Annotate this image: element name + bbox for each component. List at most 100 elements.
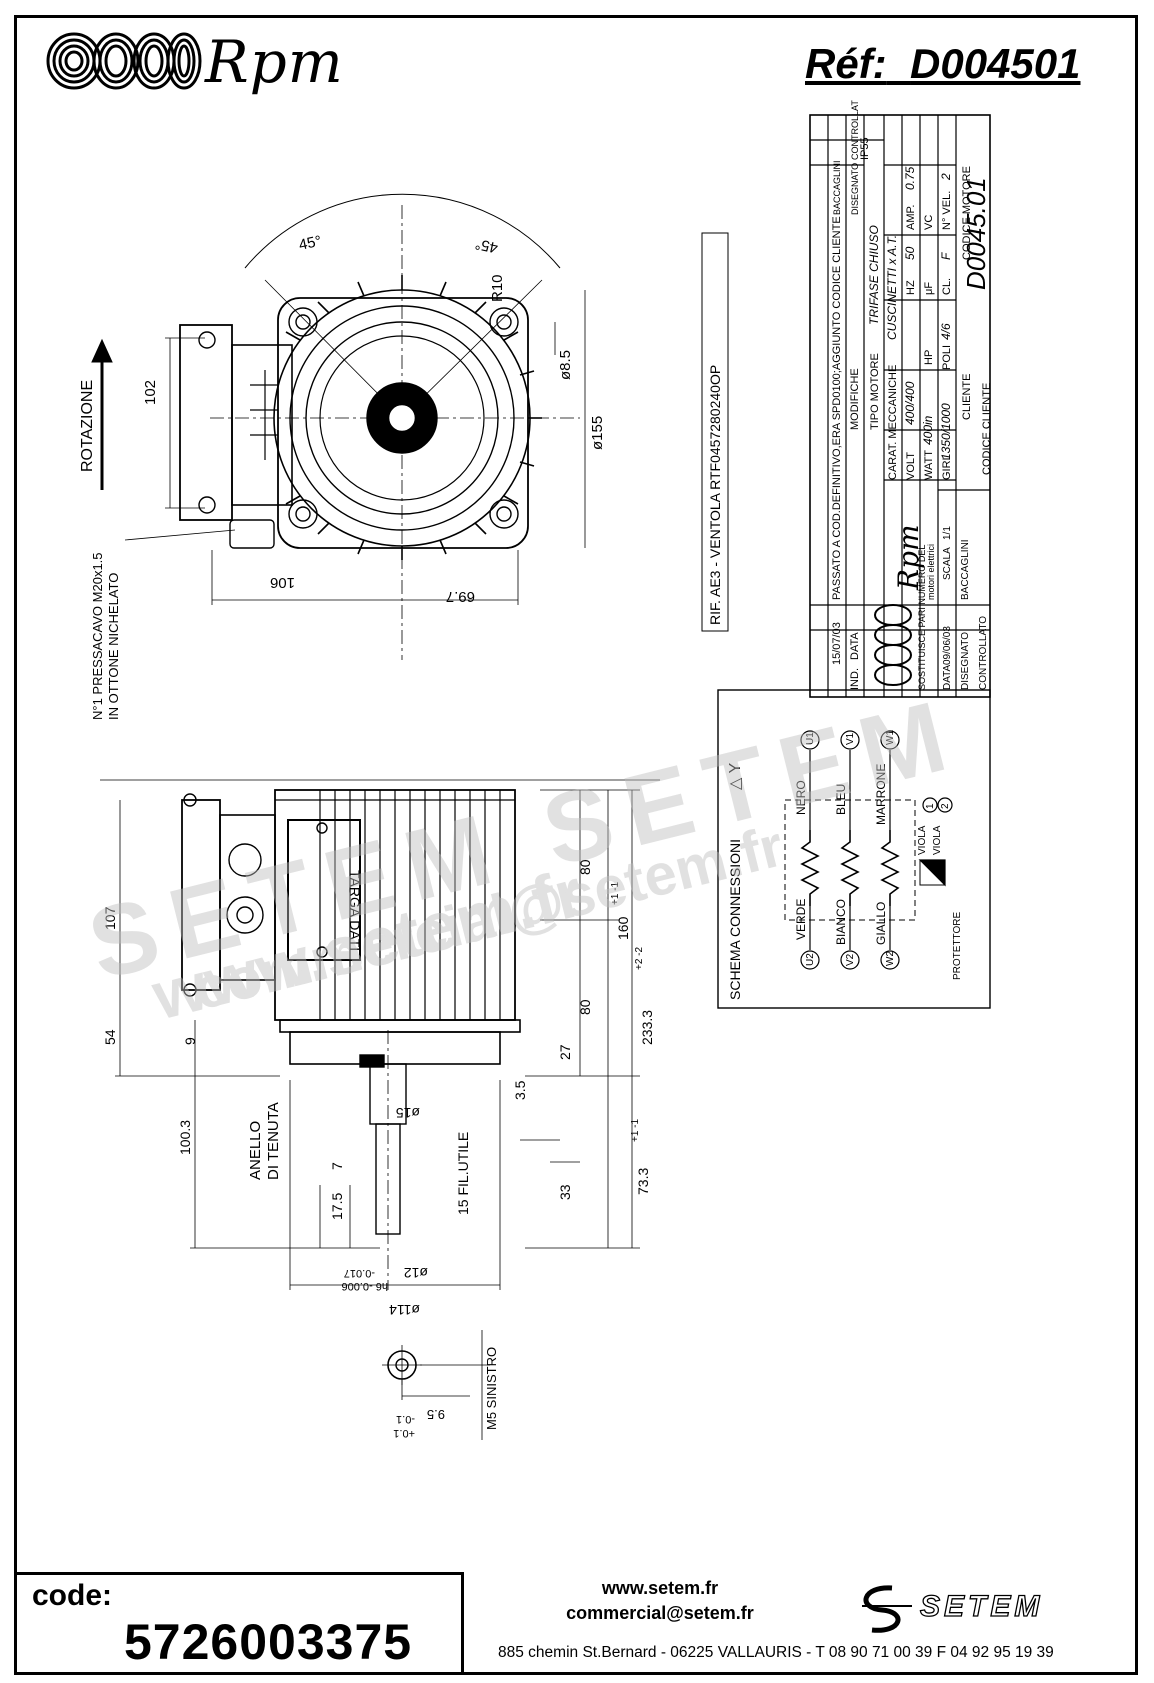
title-block: IP55 PASSATO A COD.DEFINITIVO,ERA SPD010…	[809, 100, 993, 698]
term-u2: U2	[805, 953, 816, 966]
tb-controllato: CONTROLLATO	[850, 100, 860, 160]
angle-right: 45°	[474, 235, 500, 256]
tb-data-label: DATA	[942, 664, 953, 690]
dim-17-5: 17.5	[329, 1193, 345, 1220]
cable-gland-note-2: IN OTTONE NICHELATO	[106, 573, 121, 720]
ring-label-1: ANELLO	[247, 1121, 264, 1180]
tb-tipo-motore-label: TIPO MOTORE	[869, 353, 881, 430]
term-w1: W1	[885, 730, 896, 745]
tb-watt-value: 400in	[921, 415, 935, 445]
tb-poli-value: 4/6	[939, 323, 953, 340]
thread-note: M5 SINISTRO	[484, 1347, 499, 1430]
website-link[interactable]: www.setem.fr	[601, 1578, 719, 1598]
tb-brand-sub: motori elettrici	[926, 544, 936, 600]
dim-80-top: 80	[577, 859, 593, 875]
wiring-schematic: SCHEMA CONNESSIONI △ Y U1 V1 W1 U2	[717, 689, 991, 1009]
tol-1: +0.1	[393, 1427, 415, 1439]
dim-160: 160	[615, 916, 631, 940]
tb-hz-value: 50	[903, 246, 917, 260]
dim-33: 33	[557, 1184, 573, 1200]
code-value: 5726003375	[124, 1614, 413, 1670]
dim-9: 9	[182, 1037, 198, 1045]
wire-bianco: BIANCO	[834, 899, 848, 945]
side-view: TARGA DATI	[100, 779, 660, 1318]
tb-modifiche: MODIFICHE	[849, 368, 861, 430]
dim-9-5: 9.5	[427, 1407, 445, 1422]
dim-27: 27	[557, 1044, 573, 1060]
tb-scala-label: SCALA	[942, 547, 953, 580]
tb-giri-value: 1350/1000	[939, 403, 953, 460]
tb-vel-label: N° VEL.	[941, 191, 953, 230]
tb-cl-value: F	[939, 252, 953, 260]
tb-disegnato-label: DISEGNATO	[960, 632, 971, 690]
wire-verde: VERDE	[794, 899, 808, 940]
term-u1: U1	[805, 732, 816, 745]
tb-brand-small: Rpm	[892, 524, 925, 591]
tb-codice-motore-label: CODICE MOTORE	[961, 166, 973, 260]
tb-codice-motore-value: D0045.01	[961, 177, 991, 290]
tb-cl-label: CL.	[941, 278, 953, 295]
tb-carat-label: CARAT. MECCANICHE	[887, 365, 899, 480]
wire-nero: NERO	[794, 780, 808, 815]
tb-uf-label: μF	[923, 282, 935, 295]
shaft-dia: ø12	[404, 1265, 428, 1281]
tb-scala-value: 1/1	[942, 526, 953, 540]
tb-note-1: PASSATO A COD.DEFINITIVO,ERA SPD0100;AGG…	[831, 216, 843, 600]
tb-amp-value: 0.75	[903, 166, 917, 190]
tb-hp-label: HP	[923, 350, 935, 365]
contact-block: www.setem.fr commercial@setem.fr	[520, 1574, 800, 1624]
tb-codice-cliente-label: CODICE CLIENTE	[981, 383, 993, 475]
dim-114: ø114	[389, 1302, 420, 1318]
tb-protection: IP55	[859, 137, 871, 160]
dim-73-3: 73.3	[635, 1168, 651, 1195]
tb-disegnato-value: BACCAGLINI	[960, 539, 971, 600]
plate-label: TARGA DATI	[347, 870, 363, 951]
hole-label: ø8.5	[557, 350, 574, 380]
tb-volt-label: VOLT	[905, 452, 917, 480]
tb-carat-value: CUSCINETTI x A.T.	[885, 235, 899, 340]
tb-logo-icon	[874, 604, 912, 686]
dim-15: ø15	[396, 1105, 420, 1121]
email-link[interactable]: commercial@setem.fr	[566, 1603, 754, 1623]
wire-bleu: BLEU	[834, 784, 848, 815]
dim-15-fil: 15 FIL.UTILE	[455, 1132, 471, 1215]
protettore-label: PROTETTORE	[952, 912, 963, 980]
radius-label: R10	[489, 274, 506, 302]
ref-label: Réf:	[805, 40, 887, 87]
width-left-label: 106	[270, 574, 295, 591]
dim-107: 107	[102, 906, 118, 930]
ref-value: D004501	[910, 40, 1081, 87]
dim-80-bottom: 80	[577, 999, 593, 1015]
wire-viola-1: VIOLA	[917, 825, 928, 855]
rotation-label: ROTAZIONE	[79, 380, 96, 472]
address: 885 chemin St.Bernard - 06225 VALLAURIS …	[498, 1644, 1054, 1661]
tb-amp-label: AMP.	[905, 205, 917, 230]
tol-2: -0.1	[396, 1413, 415, 1425]
dim-233-3: 233.3	[639, 1010, 655, 1045]
dim-160-tol: +1 -1	[610, 881, 621, 905]
setem-logo-text: SETEM	[920, 1590, 1043, 1623]
brand-name: Rpm	[205, 28, 344, 96]
term-t2: 2	[940, 803, 951, 809]
tb-tipo-motore-value: TRIFASE CHIUSO	[867, 225, 881, 325]
tb-controllato-label: CONTROLLATO	[978, 616, 989, 690]
diameter-label: ø155	[589, 416, 606, 450]
dim-73-tol: +1 -1	[630, 1118, 641, 1142]
rotation-arrow: ROTAZIONE	[79, 338, 113, 490]
height-box-label: 102	[142, 380, 159, 405]
tb-baccaglini: BACCAGLINI	[832, 160, 842, 215]
wire-marrone: MARRONE	[874, 764, 888, 825]
tb-volt-value: 400/400	[903, 381, 917, 425]
dim-7: 7	[329, 1162, 345, 1170]
tb-disegnato: DISEGNATO	[850, 163, 860, 215]
term-v2: V2	[845, 953, 856, 966]
code-label: code:	[32, 1579, 113, 1612]
tb-hz-label: HZ	[905, 280, 917, 295]
watermark: www.setem.fr SETEM SETEM commercial@sete…	[78, 677, 971, 1035]
ring-label-2: DI TENUTA	[265, 1102, 282, 1180]
dim-233-tol: +2 -2	[634, 946, 645, 970]
shaft-tol-2: -0.017	[344, 1267, 375, 1279]
detail-view: 9.5 +0.1 -0.1 M5 SINISTRO	[382, 1330, 499, 1440]
technical-drawing: 45° 45° R10 ø8.5 ø155 102 106 69.7 ROTAZ…	[78, 100, 993, 1440]
shaft-tol-1: h6 -0.006	[342, 1280, 388, 1292]
